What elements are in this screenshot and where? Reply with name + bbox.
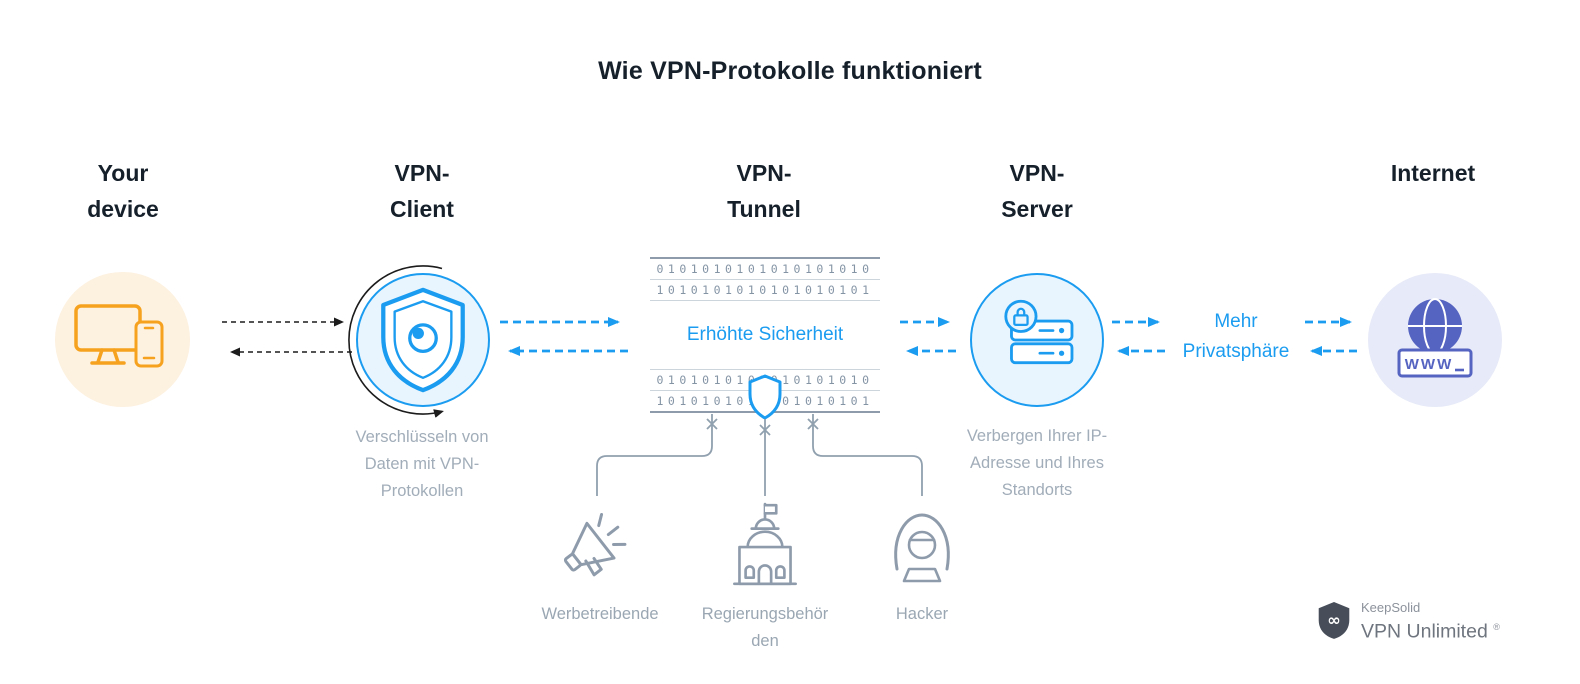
column-header-vpn-server: VPN- Server — [1001, 160, 1073, 222]
blocked-connector-hackers — [812, 414, 923, 496]
client-circle — [356, 273, 490, 407]
server-lock-icon — [1004, 299, 1074, 365]
government-building-icon — [733, 502, 797, 586]
binary-row: 1010101010101010101 — [650, 280, 880, 301]
threat-label-advertisers: Werbetreibende — [541, 605, 659, 623]
client-caption: Verschlüsseln von Daten mit VPN- Protoko… — [355, 428, 489, 500]
blocked-x-hackers — [807, 418, 819, 430]
www-label: WWW — [1405, 356, 1453, 373]
keepsolid-logo: ∞ KeepSolid VPN Unlimited ® — [1316, 600, 1500, 644]
column-header-your-device: Your device — [87, 160, 159, 222]
svg-text:∞: ∞ — [1327, 610, 1340, 629]
tunnel-shield-icon — [748, 374, 782, 420]
tunnel-security-label: Erhöhte Sicherheit — [686, 324, 844, 345]
keepsolid-shield-icon: ∞ — [1318, 602, 1350, 639]
server-circle — [970, 273, 1104, 407]
tunnel-block: 0101010101010101010 1010101010101010101 … — [650, 257, 880, 420]
column-header-vpn-tunnel: VPN- Tunnel — [727, 160, 801, 222]
blocked-x-government — [759, 424, 771, 436]
threat-label-hackers: Hacker — [895, 605, 949, 623]
logo-product-name: VPN Unlimited ® — [1361, 615, 1500, 644]
server-caption: Verbergen Ihrer IP- Adresse und Ihres St… — [966, 427, 1108, 499]
monitor-phone-icon — [73, 303, 163, 367]
device-circle — [55, 272, 190, 407]
privacy-label: Mehr Privatsphäre — [1182, 311, 1290, 362]
shield-eye-icon — [381, 287, 465, 393]
globe-www-icon: WWW — [1397, 298, 1473, 378]
blocked-x-advertisers — [706, 418, 718, 430]
logo-company-name: KeepSolid — [1361, 600, 1421, 615]
logo-product-label: VPN Unlimited — [1361, 620, 1488, 643]
column-header-vpn-client: VPN- Client — [390, 160, 454, 222]
column-header-internet: Internet — [1390, 160, 1476, 186]
megaphone-icon — [563, 512, 627, 577]
page-title: Wie VPN-Protokolle funktioniert — [598, 57, 982, 85]
internet-circle: WWW — [1368, 273, 1502, 407]
threat-label-government: Regierungsbehör den — [701, 605, 829, 650]
logo-text: KeepSolid VPN Unlimited ® — [1361, 600, 1500, 644]
registered-mark: ® — [1493, 622, 1500, 632]
hacker-icon — [894, 513, 950, 583]
binary-row: 0101010101010101010 — [650, 259, 880, 280]
blocked-connector-advertisers — [596, 414, 713, 496]
